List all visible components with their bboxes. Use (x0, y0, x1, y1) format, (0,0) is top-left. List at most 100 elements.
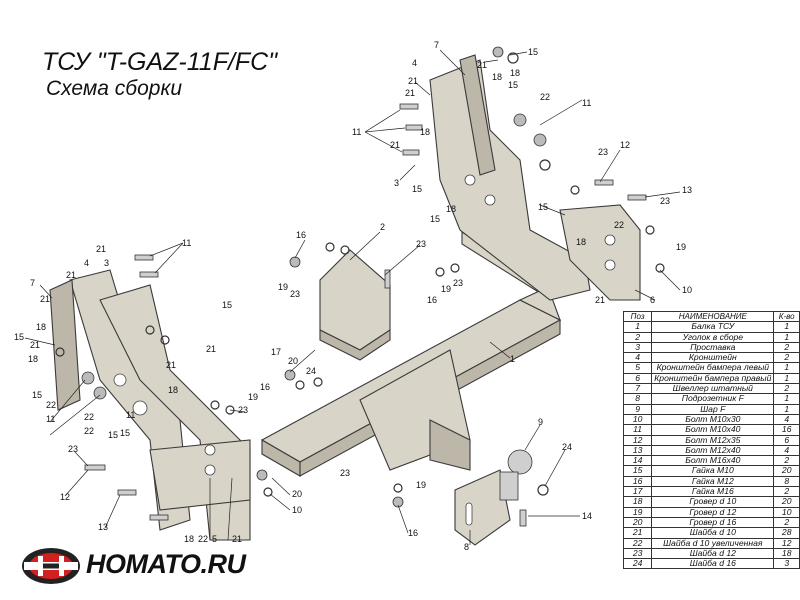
callout: 15 (430, 214, 440, 224)
left-brackets (49, 269, 251, 541)
cell-qty: 12 (773, 537, 800, 549)
callout: 15 (538, 202, 548, 212)
cell-pos: 23 (622, 547, 653, 560)
callout: 19 (676, 242, 686, 252)
callout: 23 (238, 405, 248, 415)
callout: 14 (582, 511, 592, 521)
callout: 19 (248, 392, 258, 402)
callout: 18 (576, 237, 586, 247)
callout: 21 (206, 344, 216, 354)
cell-name: Кронштейн (651, 352, 775, 364)
cell-name: Болт М16х40 (651, 455, 775, 467)
callout: 11 (582, 98, 591, 108)
page-title: ТСУ "T-GAZ-11F/FC" (42, 48, 278, 76)
callout: 15 (120, 428, 130, 438)
cell-qty: 28 (773, 527, 800, 539)
callout: 10 (292, 505, 302, 515)
cell-qty: 10 (773, 506, 800, 518)
callout: 4 (84, 258, 89, 268)
cell-qty: 8 (773, 475, 800, 488)
column-header-qty: К-во (773, 310, 800, 323)
callout: 18 (28, 354, 38, 364)
callout: 23 (660, 196, 670, 206)
callout: 18 (36, 322, 46, 332)
callout: 5 (212, 534, 217, 544)
callout: 10 (682, 285, 692, 295)
cell-pos: 16 (622, 475, 653, 488)
column-header-pos: Поз (622, 310, 653, 323)
brand-name: HOMATO.RU (86, 549, 246, 579)
callout: 22 (540, 92, 550, 102)
callout: 16 (296, 230, 306, 240)
cell-qty: 2 (773, 341, 800, 354)
callout: 21 (96, 244, 106, 254)
callout: 11 (126, 410, 135, 420)
cell-qty: 2 (773, 383, 800, 395)
callout: 9 (538, 417, 543, 427)
cell-name: Гайка М12 (651, 475, 775, 488)
callout: 23 (598, 147, 608, 157)
callout: 15 (528, 47, 538, 57)
cell-qty: 1 (773, 362, 800, 374)
cell-name: Кронштейн бампера правый (651, 372, 775, 385)
cell-name: Швеллер штатный (651, 383, 775, 395)
callout: 19 (278, 282, 288, 292)
cell-name: Болт М10х30 (651, 413, 775, 426)
cell-pos: 8 (622, 393, 653, 405)
cell-name: Кронштейн бампера левый (651, 362, 775, 374)
callout: 16 (260, 382, 270, 392)
callout: 6 (650, 295, 655, 305)
callout: 12 (620, 140, 630, 150)
cell-qty: 20 (773, 465, 800, 477)
tow-ball-assembly (454, 449, 533, 546)
callout: 22 (614, 220, 624, 230)
cell-name: Гайка М10 (651, 465, 775, 477)
callout: 1 (510, 354, 515, 364)
callout: 13 (98, 522, 108, 532)
callout: 15 (412, 184, 422, 194)
cell-qty: 18 (773, 547, 800, 560)
leader-lines (24, 49, 681, 545)
callout-labels: 7 15 21 18 15 18 21 22 4 11 21 18 11 21 … (14, 40, 692, 552)
cell-pos: 9 (622, 403, 653, 415)
cell-qty: 2 (773, 516, 800, 529)
cell-pos: 6 (622, 372, 653, 385)
cell-name: Гровер d 16 (651, 516, 775, 529)
callout: 11 (46, 414, 55, 424)
cell-name: Болт М12х40 (651, 444, 775, 457)
callout: 7 (30, 278, 35, 288)
callout: 22 (84, 412, 94, 422)
callout: 18 (492, 72, 502, 82)
corner-assembly (319, 249, 391, 361)
callout: 7 (434, 40, 439, 50)
cell-qty: 2 (773, 352, 800, 364)
cell-qty: 1 (773, 331, 800, 343)
cell-pos: 13 (622, 444, 653, 457)
cell-pos: 15 (622, 465, 653, 477)
callout: 8 (464, 542, 469, 552)
callout: 18 (420, 127, 430, 137)
cell-qty: 4 (773, 413, 800, 426)
callout: 16 (427, 295, 437, 305)
cell-pos: 7 (622, 383, 653, 395)
cell-pos: 4 (622, 352, 653, 364)
callout: 21 (166, 360, 176, 370)
cell-name: Гровер d 12 (651, 506, 775, 518)
callout: 18 (168, 385, 178, 395)
callout: 17 (271, 347, 281, 357)
cell-name: Шар F (651, 403, 775, 415)
callout: 12 (60, 492, 70, 502)
cell-pos: 24 (622, 558, 653, 570)
cell-pos: 14 (622, 455, 653, 467)
cell-pos: 5 (622, 362, 653, 374)
callout: 21 (232, 534, 242, 544)
